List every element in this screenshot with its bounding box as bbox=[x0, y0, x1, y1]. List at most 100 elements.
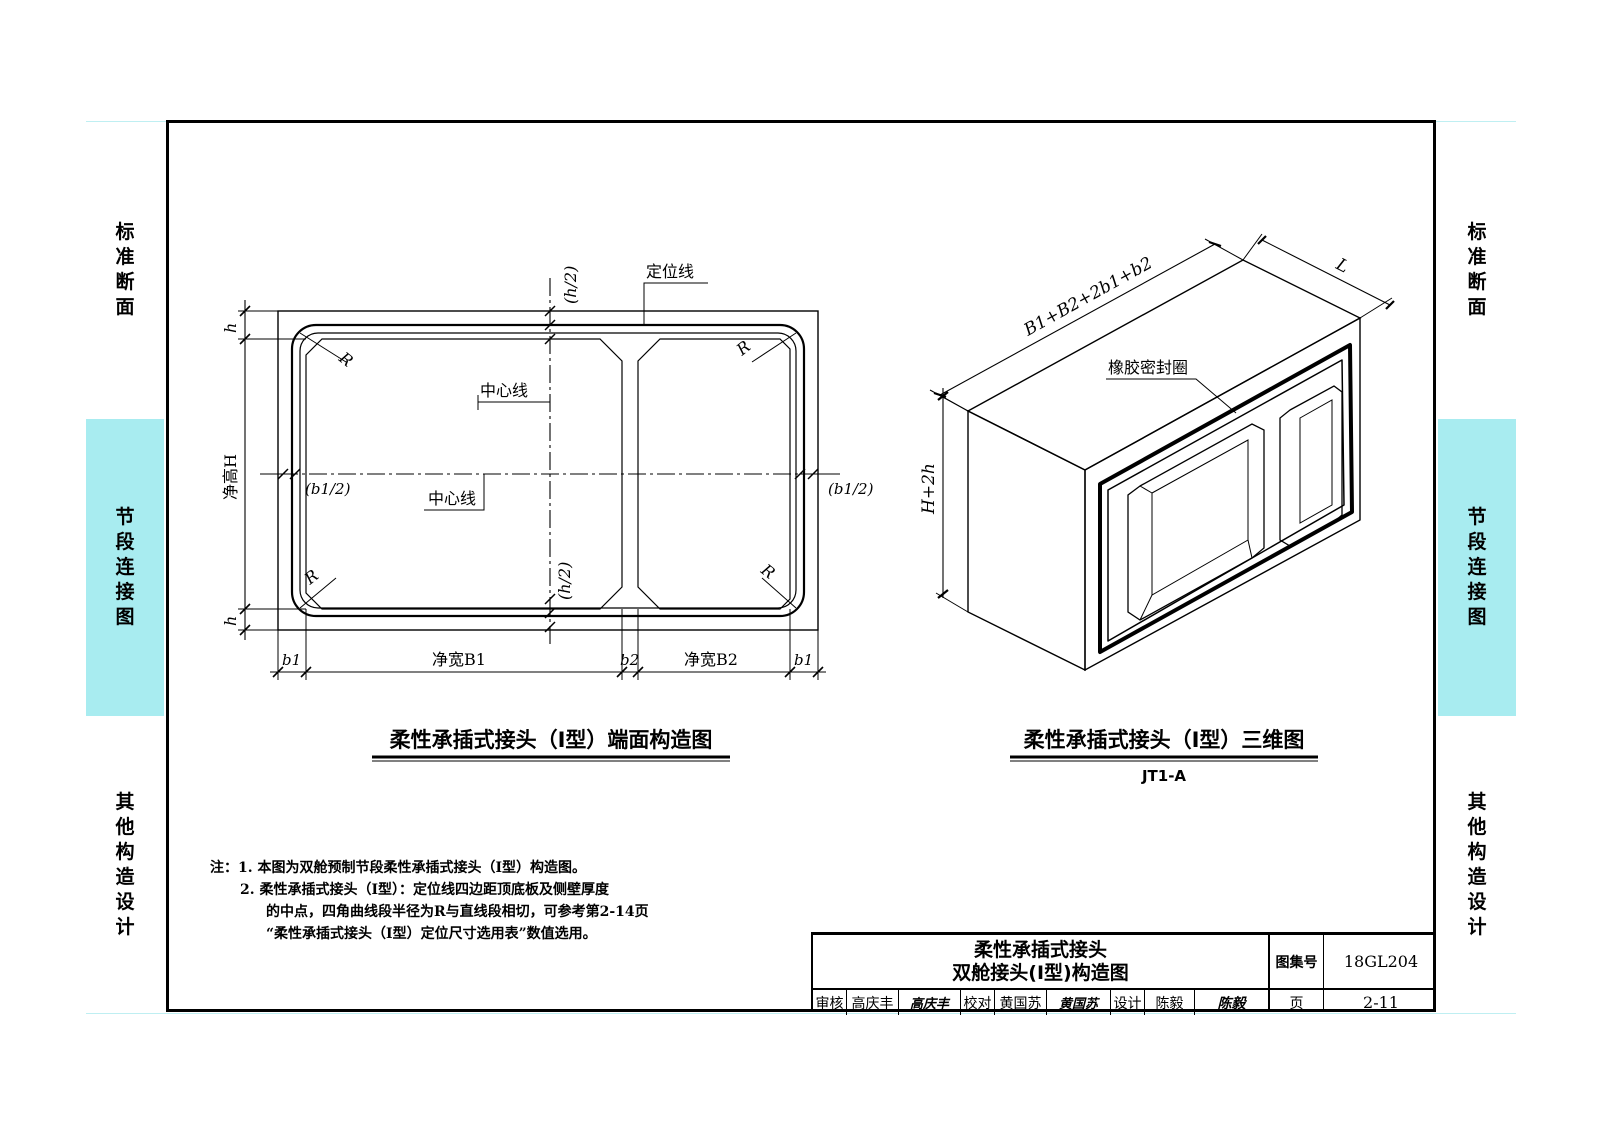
horizontal-center-line-label: 中心线 bbox=[428, 489, 476, 508]
locating-line-outer bbox=[290, 323, 806, 618]
radius-leader bbox=[751, 332, 797, 363]
side-tab-text: 节段连接图 bbox=[115, 506, 135, 628]
right-chamber-outline bbox=[637, 338, 791, 610]
side-tab-text: 其他构造设计 bbox=[1467, 790, 1487, 938]
side-tab-right-segment-joint[interactable]: 节段连接图 bbox=[1438, 419, 1516, 716]
center-line-leader bbox=[424, 474, 485, 511]
b2-label: b2 bbox=[620, 651, 639, 669]
chamber-edge bbox=[1139, 485, 1153, 494]
drawing-title: 柔性承插式接头 双舱接头(Ⅰ型)构造图 bbox=[813, 935, 1268, 988]
side-tab-text: 标准断面 bbox=[1467, 221, 1487, 318]
right-chamber-depth bbox=[1299, 399, 1333, 524]
length-dimension-line bbox=[1261, 239, 1391, 306]
drawing-title-line1: 柔性承插式接头 bbox=[973, 938, 1107, 961]
check-label: 校对 bbox=[961, 990, 995, 1015]
h-half-top-label: (h/2) bbox=[561, 266, 580, 304]
title-block-divider bbox=[1323, 935, 1324, 1012]
side-tab-text: 节段连接图 bbox=[1467, 506, 1487, 628]
side-tab-left-segment-joint[interactable]: 节段连接图 bbox=[86, 419, 164, 716]
title-block-divider bbox=[1268, 935, 1270, 1012]
dimension-ticks bbox=[1257, 235, 1395, 310]
outer-outline bbox=[277, 310, 819, 631]
h-half-bottom-label: (h/2) bbox=[555, 562, 574, 600]
side-face bbox=[967, 409, 1086, 672]
seal-ring-leader bbox=[1106, 378, 1237, 414]
clear-width-b1-label: 净宽B1 bbox=[432, 650, 486, 669]
radius-leader bbox=[299, 577, 337, 609]
designer-signature: 陈毅 bbox=[1217, 995, 1246, 1012]
side-tab-right-other-design[interactable]: 其他构造设计 bbox=[1438, 716, 1516, 1013]
design-label: 设计 bbox=[1111, 990, 1145, 1015]
radius-leader bbox=[299, 332, 347, 363]
radius-label: R bbox=[300, 566, 322, 589]
seal-ring-band bbox=[1098, 343, 1354, 654]
side-tab-left-other-design[interactable]: 其他构造设计 bbox=[86, 716, 164, 1013]
review-label: 审核 bbox=[813, 990, 847, 1015]
vertical-center-line-label: 中心线 bbox=[480, 381, 528, 400]
clear-height-label: 净高H bbox=[221, 454, 240, 500]
chamber-edge bbox=[1139, 594, 1153, 621]
h-half-ticks bbox=[544, 305, 556, 633]
right-chamber-opening bbox=[1279, 385, 1343, 547]
height-dimension-label: H+2h bbox=[919, 463, 939, 515]
extension-line bbox=[935, 392, 969, 412]
drawing-title-line2: 双舱接头(Ⅰ型)构造图 bbox=[952, 961, 1129, 984]
radius-leader bbox=[761, 577, 797, 609]
left-chamber-depth bbox=[1151, 439, 1249, 596]
atlas-label: 图集号 bbox=[1275, 954, 1318, 971]
b1-half-ticks bbox=[277, 468, 819, 480]
end-face-drawing bbox=[238, 278, 840, 680]
seal-ring-label: 橡胶密封圈 bbox=[1108, 358, 1188, 377]
dimension-ticks bbox=[937, 391, 949, 599]
radius-label: R bbox=[757, 560, 779, 583]
left-chamber-outline bbox=[305, 338, 623, 610]
locating-line-label: 定位线 bbox=[646, 262, 694, 281]
front-face bbox=[1084, 316, 1361, 672]
h-top-label: h bbox=[221, 323, 240, 333]
note-line: 2. 柔性承插式接头（Ⅰ型）：定位线四边距顶底板及侧壁厚度 bbox=[240, 882, 610, 898]
clear-width-b2-label: 净宽B2 bbox=[684, 650, 738, 669]
note-line: “柔性承插式接头（Ⅰ型）定位尺寸选用表”数值选用。 bbox=[266, 926, 597, 942]
title-block-divider bbox=[813, 988, 1436, 990]
title-block: 柔性承插式接头 双舱接头(Ⅰ型)构造图 图集号 18GL204 审核 高庆丰 高… bbox=[811, 932, 1436, 1015]
dimension-ticks bbox=[272, 666, 824, 678]
atlas-number: 18GL204 bbox=[1343, 952, 1419, 971]
guide-line-bottom bbox=[86, 1013, 1516, 1014]
dimension-ticks bbox=[239, 305, 251, 636]
side-tab-left-standard-section[interactable]: 标准断面 bbox=[86, 121, 164, 419]
extension-line bbox=[1242, 233, 1263, 261]
checker-name: 黄国苏 bbox=[995, 990, 1047, 1015]
page-label: 页 bbox=[1289, 995, 1304, 1012]
right-drawing-subtitle: JT1-A bbox=[1141, 767, 1186, 785]
side-tab-text: 其他构造设计 bbox=[115, 790, 135, 938]
seal-ring-band-inner bbox=[1107, 359, 1345, 642]
radius-label: R bbox=[335, 348, 357, 371]
designer-name: 陈毅 bbox=[1145, 990, 1195, 1015]
b1-right-label: b1 bbox=[794, 651, 813, 669]
locating-line-leader bbox=[643, 282, 708, 325]
length-dimension-label: L bbox=[1332, 254, 1352, 277]
b1-left-label: b1 bbox=[282, 651, 301, 669]
side-tab-text: 标准断面 bbox=[115, 221, 135, 318]
reviewer-signature: 高庆丰 bbox=[899, 990, 961, 1015]
left-drawing-title: 柔性承插式接头（Ⅰ型）端面构造图 bbox=[390, 728, 713, 752]
side-tab-right-standard-section[interactable]: 标准断面 bbox=[1438, 121, 1516, 419]
radius-label: R bbox=[732, 337, 754, 360]
width-dimension-line bbox=[939, 243, 1216, 396]
chamber-edge bbox=[1247, 539, 1253, 559]
checker-signature: 黄国苏 bbox=[1047, 990, 1111, 1015]
note-line: 的中点，四角曲线段半径为R与直线段相切，可参考第2-14页 bbox=[266, 904, 649, 920]
b1-half-left-label: (b1/2) bbox=[305, 480, 351, 498]
note-line: 注：1. 本图为双舱预制节段柔性承插式接头（Ⅰ型）构造图。 bbox=[210, 860, 587, 876]
page-number: 2-11 bbox=[1363, 993, 1399, 1012]
three-d-drawing bbox=[929, 233, 1395, 672]
reviewer-name: 高庆丰 bbox=[847, 990, 899, 1015]
extension-line bbox=[1359, 297, 1393, 319]
h-bottom-label: h bbox=[221, 616, 240, 626]
drawing-frame bbox=[166, 120, 1436, 1012]
drawing-notes: 注：1. 本图为双舱预制节段柔性承插式接头（Ⅰ型）构造图。 2. 柔性承插式接头… bbox=[210, 857, 649, 945]
right-drawing-title: 柔性承插式接头（Ⅰ型）三维图 bbox=[1024, 728, 1305, 752]
width-dimension-label: B1+B2+2b1+b2 bbox=[1020, 253, 1156, 341]
b1-half-right-label: (b1/2) bbox=[828, 480, 874, 498]
